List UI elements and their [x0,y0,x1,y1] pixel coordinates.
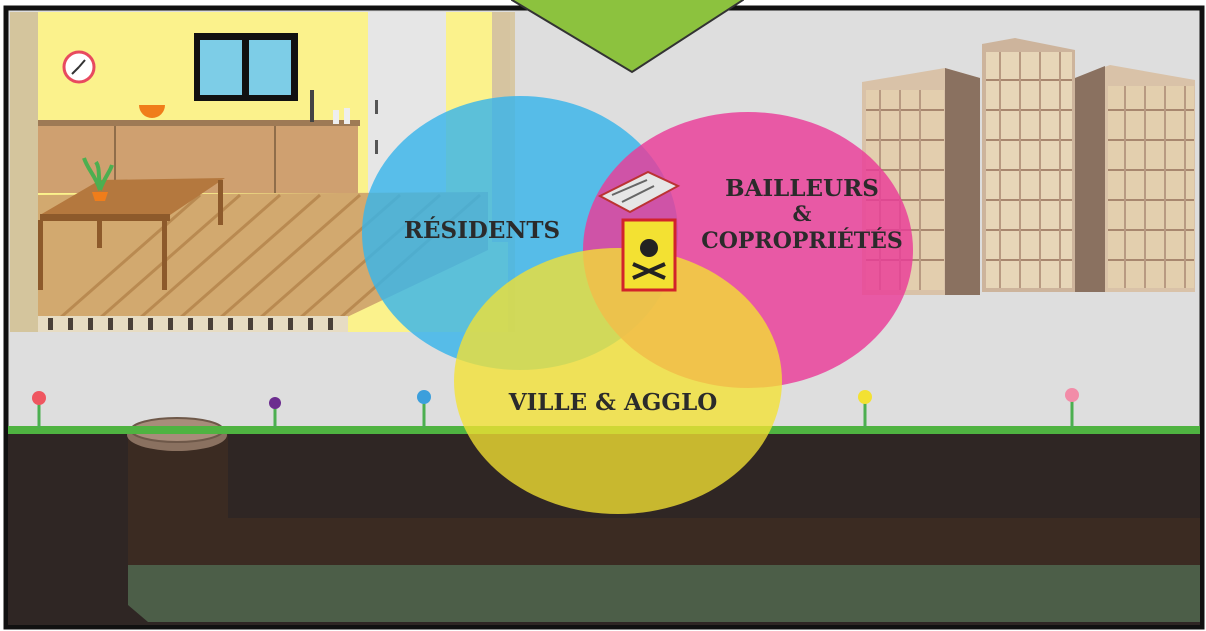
bowl-icon [139,105,165,118]
manhole-cover-icon [127,417,227,451]
label-residents: RÉSIDENTS [404,217,560,244]
circle-ville [454,248,782,514]
flower-yellow-icon [858,390,872,428]
table [38,178,225,290]
rat-trap-icon [597,170,681,214]
flower-purple-icon [269,397,281,428]
label-bailleurs-line2: & [793,201,812,226]
label-bailleurs-line3: COPROPRIÉTÉS [701,227,903,254]
flower-pink-icon [1065,388,1079,428]
poison-can-icon [621,218,677,292]
label-bailleurs-line1: BAILLEURS [725,175,879,202]
flower-red-icon [32,391,46,428]
buildings [862,38,1195,295]
label-ville: VILLE & AGGLO [508,389,718,416]
clock-icon [62,50,96,84]
flower-blue-icon [417,390,431,428]
plant-icon [82,157,114,201]
down-arrow-icon [511,0,744,74]
